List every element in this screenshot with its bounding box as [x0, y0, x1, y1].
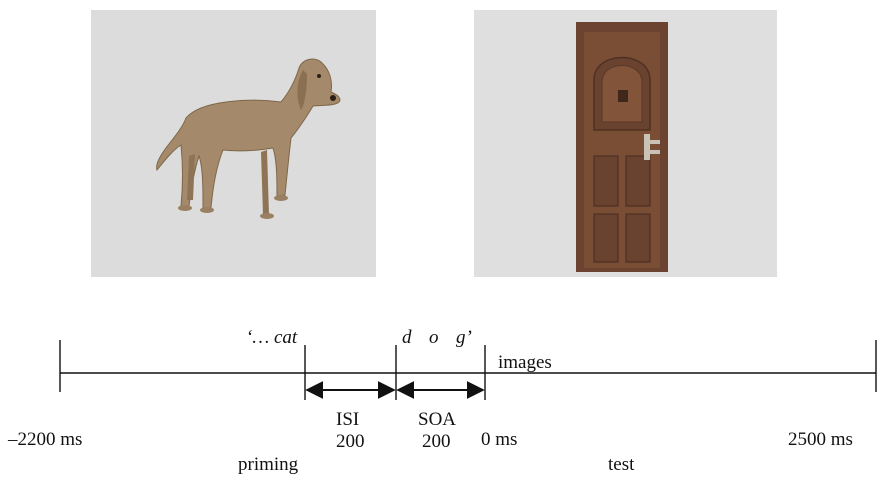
time-zero-label: 0 ms: [481, 429, 518, 450]
isi-value: 200: [336, 431, 365, 452]
phase-priming-label: priming: [238, 454, 299, 475]
dog-image-panel: [91, 10, 376, 277]
dog-image: [156, 58, 341, 219]
soa-value: 200: [422, 431, 451, 452]
phase-test-label: test: [608, 454, 635, 475]
prime-word-label: ‘… cat: [246, 327, 298, 348]
time-start-label: –2200 ms: [8, 429, 83, 450]
time-end-label: 2500 ms: [788, 429, 853, 450]
target-letter-g: g’: [456, 327, 472, 348]
target-letter-o: o: [429, 327, 439, 348]
door-image: [576, 22, 668, 272]
soa-label: SOA: [418, 409, 457, 430]
door-image-panel: [474, 10, 777, 277]
isi-label: ISI: [336, 409, 360, 430]
images-onset-label: images: [498, 352, 552, 373]
target-letter-d: d: [402, 327, 412, 348]
